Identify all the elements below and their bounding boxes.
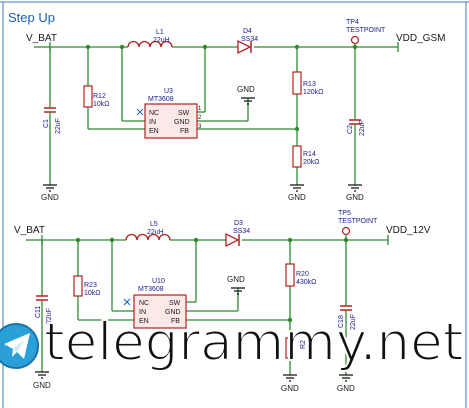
c1-cap-in-value: 22uF — [55, 118, 62, 134]
circuit1-junctions — [85, 44, 358, 132]
c1-ic: U3 MT3608 NC IN EN SW GND FB 1 2 3 — [136, 88, 202, 139]
c2-r-bot: R2 — [285, 337, 307, 359]
c2-inductor-value: 22uH — [147, 229, 164, 236]
c2-cap-in: C11 22uF — [35, 295, 53, 324]
c2-r-top: R20 430kΩ — [285, 263, 316, 287]
c2-r-top-value: 430kΩ — [296, 279, 316, 286]
c1-diode-ref: D4 — [243, 28, 252, 35]
c2-r-en-ref: R23 — [84, 282, 97, 289]
c1-ic-pin-fb: FB — [180, 128, 189, 135]
circuit2-junctions — [75, 237, 349, 323]
c2-ic-pin-in: IN — [139, 309, 146, 316]
c1-gnd-label-2: GND — [237, 85, 255, 94]
c1-ic-pinnum-1: 1 — [198, 106, 202, 112]
c1-gnd-label-3: GND — [288, 193, 306, 202]
c2-output-net-label: VDD_12V — [386, 225, 431, 236]
c1-testpoint-value: TESTPOINT — [346, 27, 386, 34]
c2-gnd-symbols — [35, 287, 353, 382]
c2-r-en: R23 10kΩ — [73, 275, 101, 297]
c2-r-top-ref: R20 — [296, 271, 309, 278]
c1-ic-pin-nc: NC — [149, 110, 159, 117]
c2-ic-pin-fb: FB — [171, 318, 180, 325]
c2-ic-pin-nc: NC — [139, 300, 149, 307]
c1-inductor-ref: L1 — [156, 29, 164, 36]
c1-input-net-label: V_BAT — [26, 33, 57, 44]
c1-diode: D4 SS34 — [237, 28, 258, 55]
c2-gnd-label-2: GND — [227, 275, 245, 284]
c1-r-en-value: 10kΩ — [93, 101, 110, 108]
c1-gnd-label-4: GND — [346, 193, 364, 202]
c1-ic-pinnum-3: 3 — [198, 124, 202, 130]
c1-diode-value: SS34 — [241, 36, 258, 43]
c2-gnd-label-1: GND — [33, 381, 51, 390]
c1-ic-pin-gnd: GND — [174, 119, 190, 126]
c1-inductor: L1 22uH — [127, 29, 173, 48]
c1-inductor-value: 22uH — [153, 37, 170, 44]
c2-cap-out: C18 22uF — [338, 302, 357, 330]
c2-cap-in-ref: C11 — [35, 306, 42, 318]
watermark-text: telegrammy.net — [43, 312, 465, 373]
sheet-title: Step Up — [8, 10, 55, 25]
c2-ic-pin-gnd: GND — [165, 309, 181, 316]
c1-r-bot-ref: R14 — [303, 151, 316, 158]
c1-ic-pinnum-2: 2 — [198, 115, 202, 121]
c2-diode-value: SS34 — [233, 228, 250, 235]
c1-ic-pin-en: EN — [149, 128, 159, 135]
c2-diode: D3 SS34 — [225, 220, 250, 248]
c1-gnd-symbols — [43, 97, 362, 192]
c1-r-bot-value: 20kΩ — [303, 159, 320, 166]
c2-testpoint: TP5 TESTPOINT — [338, 210, 378, 240]
c1-ic-pin-in: IN — [149, 119, 156, 126]
c2-ic-pin-en: EN — [139, 318, 149, 325]
c1-r-en-ref: R12 — [93, 93, 106, 100]
c2-ic: U10 MT3608 NC IN EN SW GND FB — [123, 278, 187, 329]
c2-cap-out-value: 22uF — [350, 314, 357, 330]
c2-cap-in-value: 22uF — [46, 308, 53, 324]
c2-gnd-label-4: GND — [337, 384, 355, 393]
c2-gnd-label-3: GND — [281, 384, 299, 393]
c1-cap-out-ref: C2 — [347, 125, 354, 134]
c1-r-top: R13 120kΩ — [292, 71, 323, 96]
c1-r-bot: R14 20kΩ — [292, 145, 320, 168]
c2-testpoint-ref: TP5 — [338, 210, 351, 217]
c1-r-top-ref: R13 — [303, 81, 316, 88]
c2-input-net-label: V_BAT — [14, 225, 45, 236]
c1-cap-out-value: 22uF — [359, 120, 366, 136]
c1-cap-out: C2 22uF — [347, 112, 366, 136]
c2-ic-value: MT3608 — [138, 286, 164, 293]
c2-inductor: L5 22uH — [125, 221, 171, 241]
c1-ic-ref: U3 — [164, 88, 173, 95]
c2-inductor-ref: L5 — [150, 221, 158, 228]
c2-diode-ref: D3 — [234, 220, 243, 227]
c2-ic-pin-sw: SW — [169, 300, 181, 307]
circuit-vdd-gsm — [34, 42, 399, 185]
c2-ic-ref: U10 — [152, 278, 165, 285]
telegram-logo-icon — [0, 323, 39, 369]
c1-ic-value: MT3608 — [148, 96, 174, 103]
c2-r-en-value: 10kΩ — [84, 290, 101, 297]
c1-ic-pin-sw: SW — [178, 110, 190, 117]
c1-testpoint: TP4 TESTPOINT — [346, 19, 386, 47]
c1-r-en: R12 10kΩ — [83, 85, 110, 108]
c2-cap-out-ref: C18 — [338, 315, 345, 328]
c2-testpoint-value: TESTPOINT — [338, 218, 378, 225]
c1-cap-in: C1 22uF — [43, 107, 62, 134]
c2-r-bot-ref: R2 — [300, 340, 307, 349]
c1-cap-in-ref: C1 — [43, 119, 50, 128]
c1-r-top-value: 120kΩ — [303, 89, 323, 96]
c1-output-net-label: VDD_GSM — [396, 33, 445, 44]
c1-gnd-label-1: GND — [41, 193, 59, 202]
c1-testpoint-ref: TP4 — [346, 19, 359, 26]
